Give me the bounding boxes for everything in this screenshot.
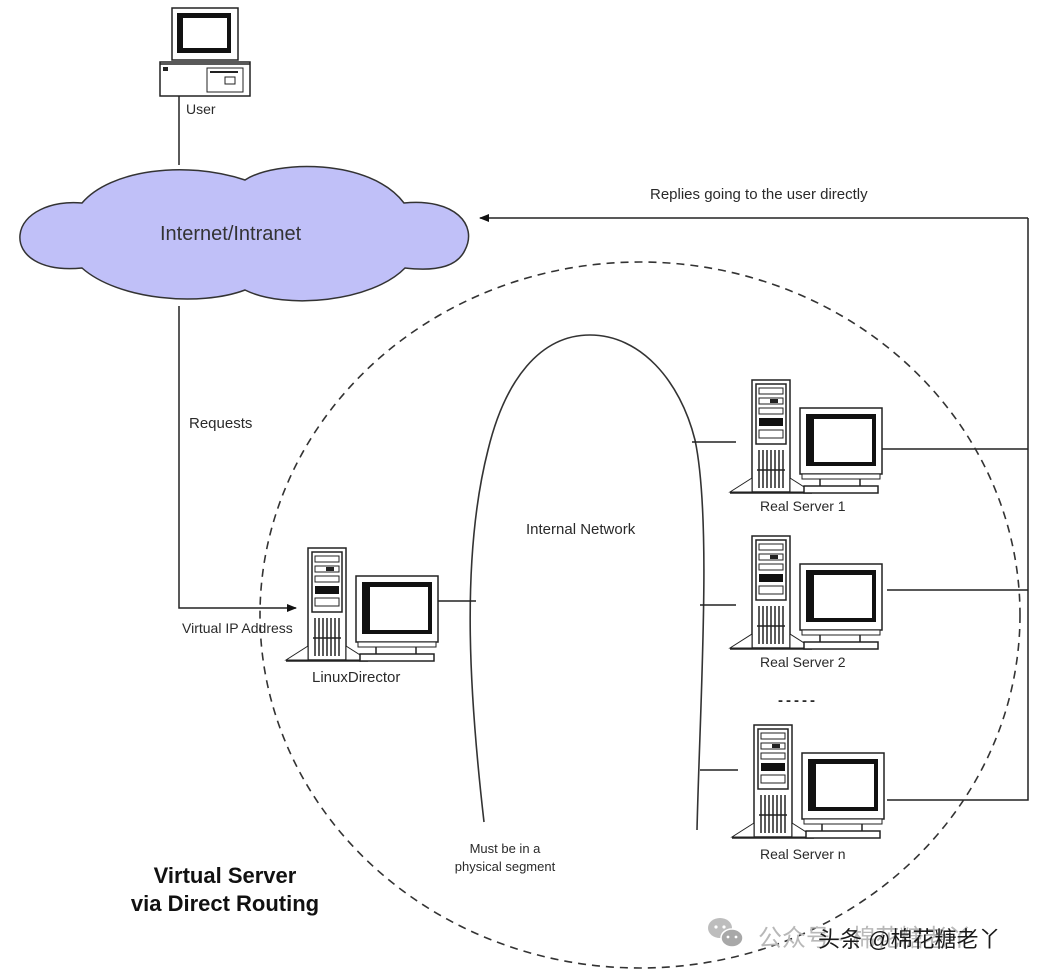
real-server-n-label: Real Server n bbox=[760, 846, 846, 862]
real-server-2-label: Real Server 2 bbox=[760, 654, 846, 670]
linux-director-server-icon bbox=[285, 547, 439, 662]
replies-label: Replies going to the user directly bbox=[650, 186, 868, 203]
segment-note: Must be in a physical segment bbox=[440, 840, 570, 876]
user-computer-icon bbox=[159, 7, 251, 97]
internal-network-label: Internal Network bbox=[526, 521, 636, 538]
title-line-1: Virtual Server bbox=[153, 863, 297, 888]
real-server-n-icon bbox=[731, 724, 885, 839]
segment-note-line-2: physical segment bbox=[454, 859, 556, 874]
internet-cloud-icon bbox=[19, 165, 470, 302]
requests-label: Requests bbox=[189, 415, 253, 432]
segment-note-line-1: Must be in a bbox=[469, 841, 541, 856]
real-server-2-icon bbox=[729, 535, 883, 650]
replies-arrow bbox=[887, 218, 1029, 801]
internal-network-segment bbox=[469, 334, 705, 831]
director-label: LinuxDirector bbox=[312, 669, 401, 686]
more-servers-ellipsis: ----- bbox=[778, 692, 818, 709]
user-label: User bbox=[186, 101, 216, 117]
virtual-server-boundary bbox=[259, 261, 1021, 969]
requests-arrow bbox=[178, 306, 297, 612]
real-server-1-label: Real Server 1 bbox=[760, 498, 846, 514]
virtual-ip-label: Virtual IP Address bbox=[182, 620, 293, 636]
title-line-2: via Direct Routing bbox=[130, 891, 320, 916]
watermark-grey-text: 公众号 · 棉花糖老丫 bbox=[758, 925, 972, 952]
wechat-icon bbox=[708, 918, 744, 948]
watermark-dark-text: 头条 @棉花糖老丫 bbox=[818, 927, 1001, 952]
real-server-1-icon bbox=[729, 379, 883, 494]
diagram-title: Virtual Server via Direct Routing bbox=[110, 862, 340, 918]
internet-label: Internet/Intranet bbox=[160, 223, 302, 245]
